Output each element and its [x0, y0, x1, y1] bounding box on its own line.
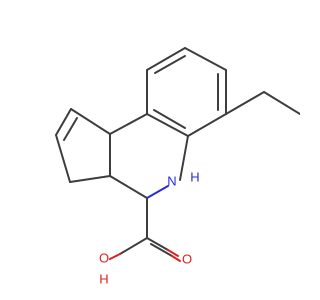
bond: [70, 108, 111, 135]
structure-canvas: N H O H O: [55, 47, 300, 287]
bond: [179, 135, 189, 181]
bond: [55, 108, 72, 136]
nitrogen-hydrogen-label: H: [190, 169, 199, 184]
bond: [109, 113, 148, 135]
bond: [187, 113, 227, 137]
bond: [69, 175, 111, 183]
carbonyl-oxygen-label: O: [182, 251, 192, 266]
bond: [146, 113, 189, 137]
bond: [171, 255, 181, 262]
hydroxyl-hydrogen-label: H: [99, 271, 108, 286]
carboxylic-acid-group: [109, 197, 181, 262]
double-bond-inner: [153, 109, 186, 129]
hydroxyl-oxygen-label: O: [99, 250, 109, 265]
double-bond-inner: [154, 55, 186, 74]
bond: [146, 237, 169, 251]
double-bond-inner: [63, 117, 78, 141]
ethyl-group: [225, 91, 300, 115]
bond: [109, 253, 121, 260]
bond: [167, 249, 179, 257]
bond: [55, 134, 71, 183]
bond: [225, 91, 265, 115]
bond: [146, 47, 186, 71]
bond: [119, 237, 148, 255]
bond: [146, 185, 169, 199]
bond: [150, 243, 173, 257]
bond: [263, 91, 300, 115]
nitrogen-ring: [109, 113, 189, 199]
cyclopentene-ring: [55, 108, 111, 183]
nitrogen-label: N: [167, 173, 176, 188]
bond: [109, 175, 148, 199]
benzene-ring: [146, 47, 227, 137]
bond: [184, 47, 227, 71]
molecule-structure: N H O H O: [55, 47, 300, 286]
